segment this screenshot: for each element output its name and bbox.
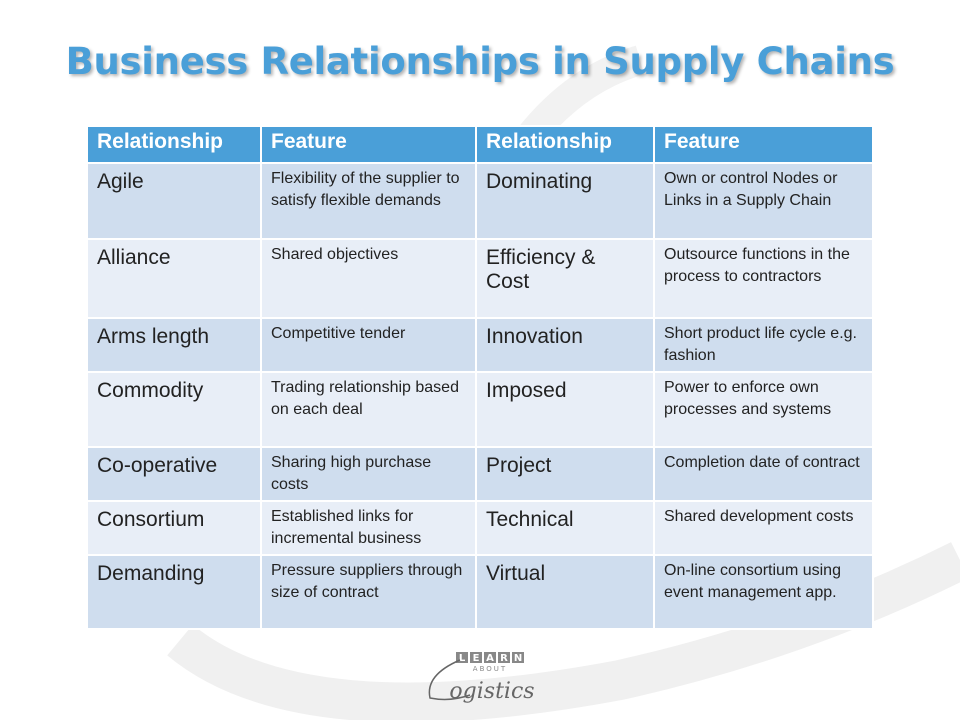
feature-cell: Own or control Nodes or Links in a Suppl… [653, 162, 874, 240]
relationship-cell: Imposed [475, 371, 655, 448]
feature-cell: Established links for incremental busine… [260, 500, 477, 556]
feature-cell: Sharing high purchase costs [260, 446, 477, 502]
svg-text:N: N [514, 653, 522, 664]
feature-cell: Shared objectives [260, 238, 477, 319]
content-area: Relationship Feature Relationship Featur… [86, 125, 874, 705]
header-feature-2: Feature [653, 125, 874, 164]
relationship-cell: Commodity [86, 371, 262, 448]
relationship-cell: Alliance [86, 238, 262, 319]
relationship-cell: Innovation [475, 317, 655, 373]
relationships-table: Relationship Feature Relationship Featur… [86, 125, 874, 630]
feature-cell: Short product life cycle e.g. fashion [653, 317, 874, 373]
svg-text:ABOUT: ABOUT [473, 665, 507, 673]
feature-cell: Shared development costs [653, 500, 874, 556]
relationship-cell: Technical [475, 500, 655, 556]
svg-text:L: L [459, 653, 466, 664]
svg-text:ogistics: ogistics [449, 679, 534, 704]
feature-cell: Pressure suppliers through size of contr… [260, 554, 477, 630]
feature-cell: Competitive tender [260, 317, 477, 373]
header-relationship-1: Relationship [86, 125, 262, 164]
feature-cell: Power to enforce own processes and syste… [653, 371, 874, 448]
header-relationship-2: Relationship [475, 125, 655, 164]
feature-cell: Trading relationship based on each deal [260, 371, 477, 448]
feature-cell: Outsource functions in the process to co… [653, 238, 874, 319]
relationship-cell: Efficiency & Cost [475, 238, 655, 319]
table-header-row: Relationship Feature Relationship Featur… [86, 125, 874, 164]
relationship-cell: Co-operative [86, 446, 262, 502]
relationship-cell: Arms length [86, 317, 262, 373]
feature-cell: Flexibility of the supplier to satisfy f… [260, 162, 477, 240]
relationship-cell: Consortium [86, 500, 262, 556]
feature-cell: Completion date of contract [653, 446, 874, 502]
relationship-cell: Demanding [86, 554, 262, 630]
relationship-cell: Project [475, 446, 655, 502]
relationship-cell: Agile [86, 162, 262, 240]
svg-text:R: R [500, 653, 508, 664]
header-feature-1: Feature [260, 125, 477, 164]
svg-text:E: E [473, 653, 480, 664]
svg-text:A: A [486, 653, 494, 664]
feature-cell: On-line consortium using event managemen… [653, 554, 874, 630]
page-title: Business Relationships in Supply Chains [65, 40, 895, 83]
relationship-cell: Virtual [475, 554, 655, 630]
relationship-cell: Dominating [475, 162, 655, 240]
